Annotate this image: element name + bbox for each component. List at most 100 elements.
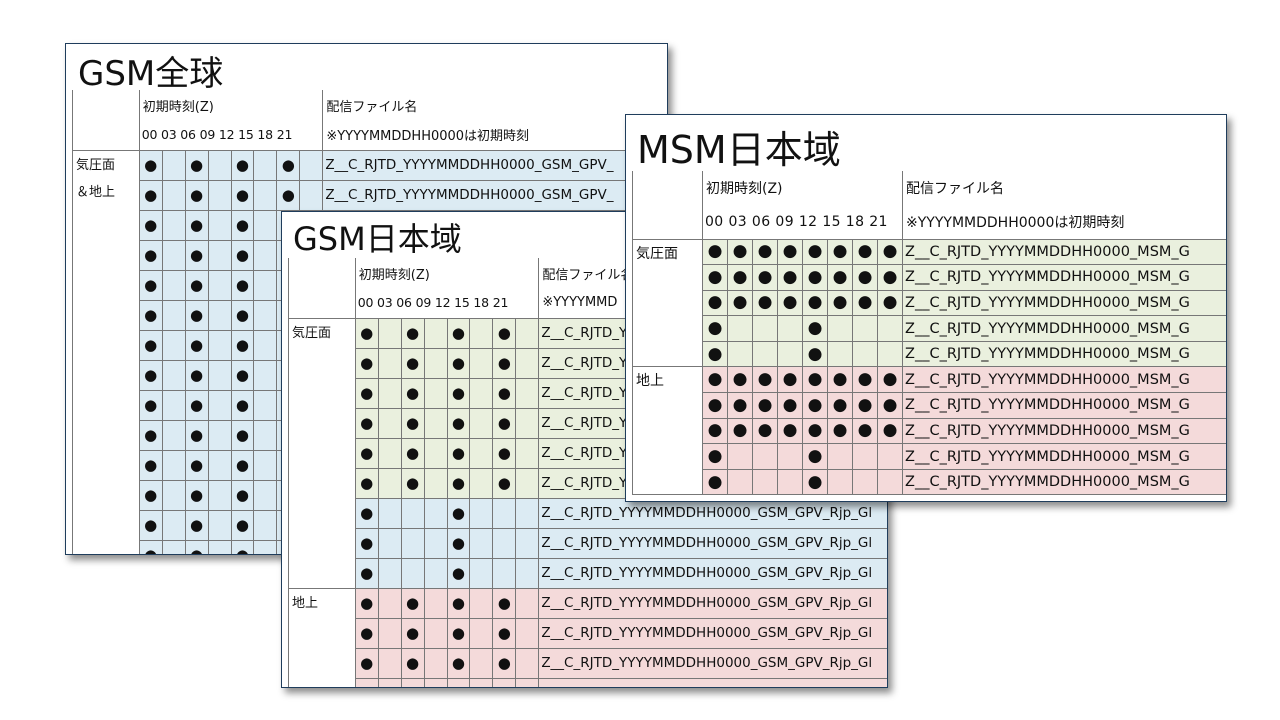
dot-cell: ● bbox=[446, 407, 471, 439]
dot-cell: ● bbox=[138, 389, 163, 421]
dot-cell: ● bbox=[138, 419, 163, 451]
dot-cell: ● bbox=[802, 417, 828, 445]
dot-cell: ● bbox=[852, 366, 878, 394]
table-row: ●●●●Z__C_RJTD_YYYYMMDDHH0000_GSM_GPV_ bbox=[73, 179, 667, 211]
dot-cell: ● bbox=[138, 329, 163, 361]
dot-cell bbox=[469, 497, 494, 529]
dot-cell bbox=[515, 617, 540, 649]
dot-cell bbox=[423, 647, 448, 679]
dot-cell bbox=[299, 179, 324, 211]
dot-cell: ● bbox=[184, 329, 209, 361]
dot-cell bbox=[161, 179, 186, 211]
dot-cell bbox=[777, 468, 803, 496]
dot-cell: ● bbox=[138, 539, 163, 554]
file-name-cell: Z__C_RJTD_YYYYMMDDHH0000_MSM_G bbox=[902, 468, 1226, 496]
dot-cell: ● bbox=[138, 209, 163, 241]
dot-cell: ● bbox=[184, 479, 209, 511]
dot-cell bbox=[423, 497, 448, 529]
file-name-cell: Z__C_RJTD_YYYYMMDDHH0000_GSM_GPV_Rjp_Gl bbox=[538, 677, 887, 687]
dot-cell: ● bbox=[702, 315, 728, 342]
dot-cell: ● bbox=[446, 377, 471, 409]
dot-cell bbox=[876, 340, 904, 368]
dot-cell: ● bbox=[354, 347, 379, 379]
dot-cell bbox=[469, 467, 494, 499]
file-name-cell: Z__C_RJTD_YYYYMMDDHH0000_MSM_G bbox=[902, 238, 1226, 266]
dot-cell: ● bbox=[400, 317, 425, 349]
dot-cell bbox=[423, 617, 448, 649]
dot-cell: ● bbox=[276, 179, 301, 211]
dot-cell bbox=[207, 449, 232, 481]
table-row: ●●Z__C_RJTD_YYYYMMDDHH0000_MSM_G bbox=[633, 315, 1226, 342]
dot-cell bbox=[727, 468, 753, 496]
file-name-cell: Z__C_RJTD_YYYYMMDDHH0000_MSM_G bbox=[902, 443, 1226, 470]
dot-cell bbox=[423, 677, 448, 687]
dot-cell: ● bbox=[492, 407, 517, 439]
dot-cell bbox=[469, 677, 494, 687]
dot-cell: ● bbox=[400, 407, 425, 439]
dot-cell: ● bbox=[752, 417, 778, 445]
dot-cell: ● bbox=[702, 443, 728, 470]
dot-cell bbox=[423, 557, 448, 589]
dot-cell bbox=[377, 497, 402, 529]
dot-cell: ● bbox=[702, 238, 728, 266]
dot-cell: ● bbox=[138, 239, 163, 271]
dot-cell: ● bbox=[400, 377, 425, 409]
dot-cell bbox=[207, 209, 232, 241]
dot-cell bbox=[515, 347, 540, 379]
dot-cell: ● bbox=[777, 238, 803, 266]
dot-cell: ● bbox=[777, 392, 803, 419]
dot-cell: ● bbox=[138, 449, 163, 481]
table-row: ●●Z__C_RJTD_YYYYMMDDHH0000_MSM_G bbox=[633, 468, 1226, 496]
table-row: ●●Z__C_RJTD_YYYYMMDDHH0000_MSM_G bbox=[633, 340, 1226, 368]
dot-cell bbox=[423, 317, 448, 349]
dot-cell bbox=[161, 389, 186, 421]
dot-cell: ● bbox=[702, 289, 728, 317]
file-name-cell: Z__C_RJTD_YYYYMMDDHH0000_MSM_G bbox=[902, 392, 1226, 419]
header-file-note: ※YYYYMMDDHH0000は初期時刻 bbox=[322, 120, 667, 150]
dot-cell: ● bbox=[876, 289, 904, 317]
dot-cell bbox=[207, 269, 232, 301]
dot-cell: ● bbox=[400, 437, 425, 469]
dot-cell: ● bbox=[492, 347, 517, 379]
dot-cell bbox=[207, 479, 232, 511]
dot-cell bbox=[727, 315, 753, 342]
dot-cell bbox=[423, 437, 448, 469]
dot-cell: ● bbox=[184, 149, 209, 181]
dot-cell: ● bbox=[230, 239, 255, 271]
dot-cell bbox=[515, 527, 540, 559]
dot-cell bbox=[492, 497, 517, 529]
dot-cell: ● bbox=[827, 392, 853, 419]
category-cell: 地上 bbox=[632, 366, 703, 496]
dot-cell: ● bbox=[184, 179, 209, 211]
dot-cell bbox=[423, 527, 448, 559]
dot-cell bbox=[161, 539, 186, 554]
dot-cell bbox=[253, 449, 278, 481]
dot-cell: ● bbox=[492, 617, 517, 649]
dot-cell bbox=[161, 509, 186, 541]
table-row: 地上●●●●Z__C_RJTD_YYYYMMDDHH0000_GSM_GPV_R… bbox=[288, 587, 887, 687]
dot-cell: ● bbox=[230, 509, 255, 541]
dot-cell: ● bbox=[827, 366, 853, 394]
dot-cell bbox=[515, 407, 540, 439]
dot-cell bbox=[253, 239, 278, 271]
dot-cell bbox=[827, 315, 853, 342]
header-hours: 00 03 06 09 12 15 18 21 bbox=[701, 205, 903, 239]
dot-cell bbox=[161, 209, 186, 241]
dot-cell: ● bbox=[802, 238, 828, 266]
table-row: 気圧面●●●●●●●●Z__C_RJTD_YYYYMMDDHH0000_MSM_… bbox=[632, 238, 1226, 368]
dot-cell: ● bbox=[354, 617, 379, 649]
dot-cell bbox=[515, 467, 540, 499]
dot-cell bbox=[207, 329, 232, 361]
dot-cell: ● bbox=[827, 238, 853, 266]
dot-cell: ● bbox=[802, 315, 828, 342]
dot-cell: ● bbox=[446, 437, 471, 469]
dot-cell bbox=[777, 340, 803, 368]
dot-cell: ● bbox=[727, 417, 753, 445]
dot-cell: ● bbox=[802, 340, 828, 368]
dot-cell bbox=[469, 347, 494, 379]
dot-cell bbox=[469, 437, 494, 469]
dot-cell bbox=[207, 299, 232, 331]
dot-cell: ● bbox=[446, 317, 471, 349]
file-name-cell: Z__C_RJTD_YYYYMMDDHH0000_GSM_GPV_ bbox=[322, 179, 667, 211]
dot-cell bbox=[161, 419, 186, 451]
